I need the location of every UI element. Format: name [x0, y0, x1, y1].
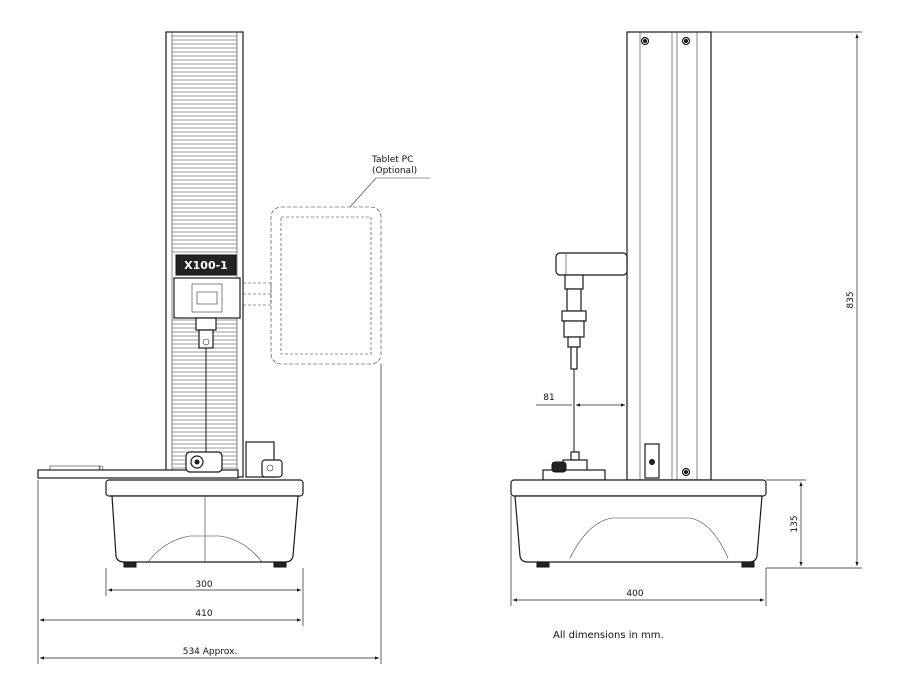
front-dimensions: 300 410 534 Approx.: [37, 364, 382, 664]
front-view: X100-1 Tablet PC (Optional): [37, 31, 430, 664]
tablet-leader-line: [349, 177, 430, 208]
dim-overall-total: 534 Approx.: [183, 647, 238, 657]
tablet-label-line2: (Optional): [372, 166, 417, 176]
front-base: [105, 479, 304, 568]
tablet-mount: [242, 282, 272, 306]
dimensions-note: All dimensions in mm.: [553, 630, 664, 641]
tablet-label-line1: Tablet PC: [371, 155, 413, 165]
side-lower-grip: [542, 451, 606, 481]
dim-height: 835: [846, 291, 856, 308]
side-column: [626, 31, 712, 481]
side-dimensions: 835 135 81 400: [510, 31, 862, 606]
side-crosshead: [555, 252, 628, 455]
dim-overall-base: 410: [195, 609, 212, 619]
dim-base-width: 300: [195, 580, 212, 590]
model-plate: [175, 254, 237, 276]
side-view: 835 135 81 400: [510, 31, 862, 606]
model-label: X100-1: [184, 259, 228, 272]
tablet-pc: [270, 206, 382, 365]
side-base: [510, 479, 767, 568]
lower-fixture: [37, 441, 283, 479]
dim-offset: 81: [543, 393, 554, 403]
dim-base-height: 135: [790, 515, 800, 532]
dim-base-depth: 400: [626, 589, 643, 599]
crosshead: X100-1: [173, 254, 241, 455]
